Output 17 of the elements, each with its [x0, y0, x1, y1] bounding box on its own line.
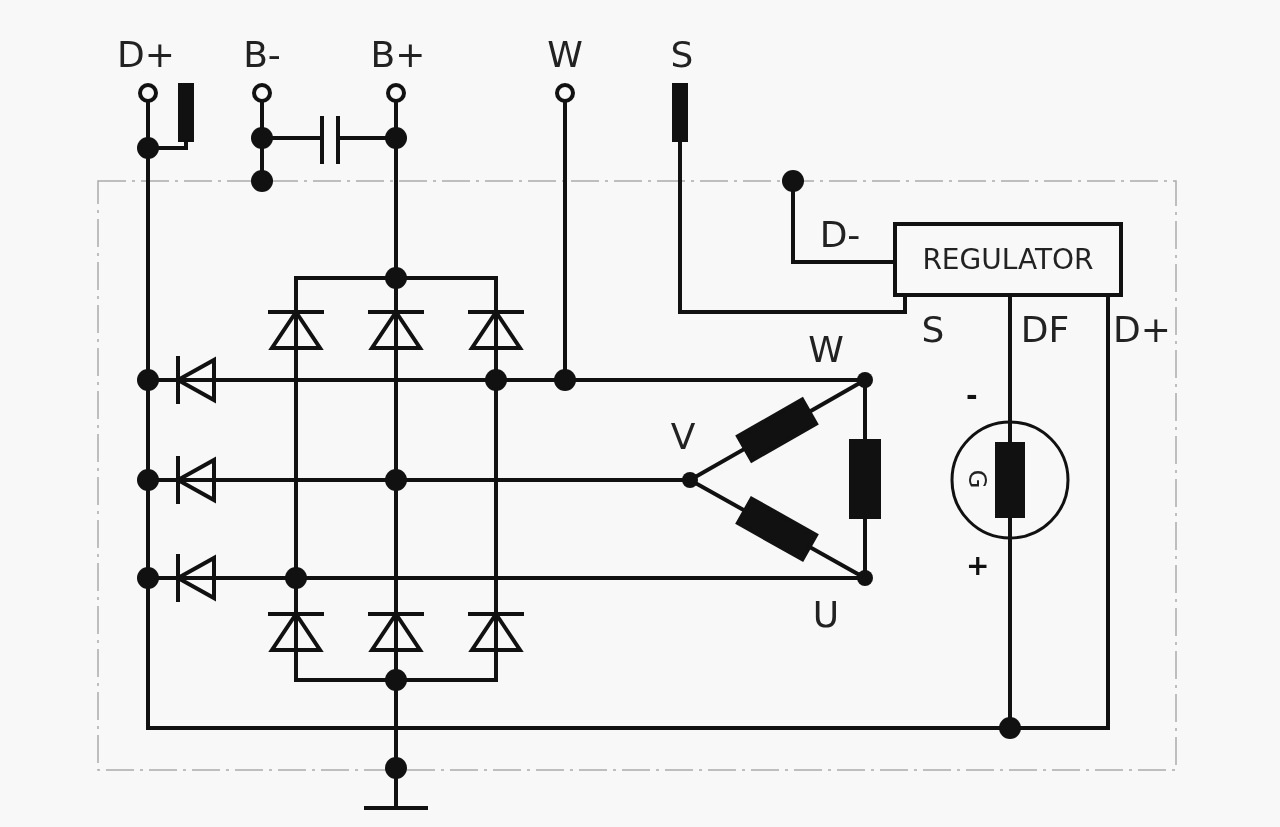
generator-letter: G: [965, 469, 990, 489]
wire: [1008, 297, 1012, 420]
terminal-label: U: [812, 597, 840, 633]
polarity-sign: +: [966, 552, 990, 580]
terminal-label: S: [921, 312, 945, 348]
terminal-label: W: [808, 332, 844, 368]
terminal-label: B-: [243, 37, 281, 73]
terminal-label: S: [670, 37, 694, 73]
terminal-label: B+: [370, 37, 426, 73]
terminal-label: D-: [819, 217, 861, 253]
terminal-label: DF: [1020, 312, 1070, 348]
terminal-label: V: [670, 419, 696, 455]
terminal-label: D+: [1113, 312, 1171, 348]
polarity-sign: -: [966, 382, 978, 410]
terminal-label: W: [547, 37, 583, 73]
terminal-label: D+: [117, 37, 175, 73]
regulator-box: REGULATOR: [893, 222, 1123, 297]
